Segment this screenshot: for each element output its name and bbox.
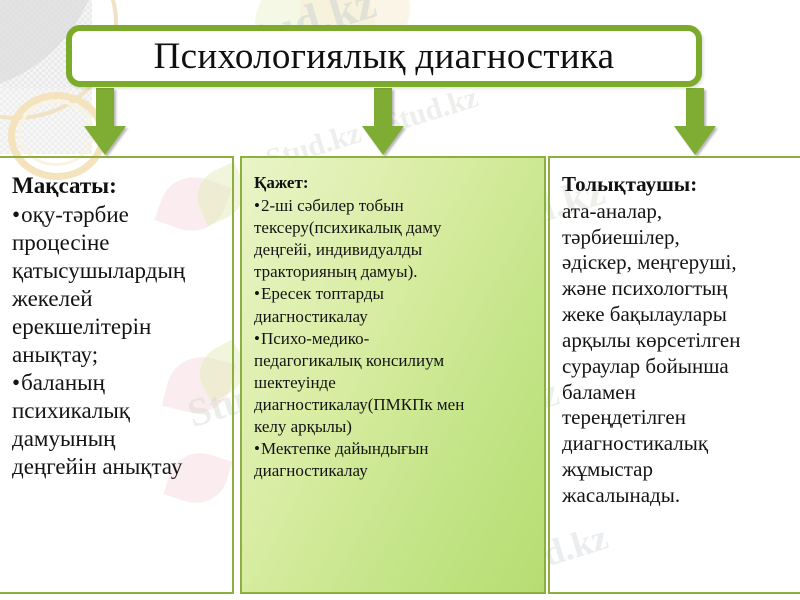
- arrow-to-right-column: [674, 88, 716, 155]
- column-participants: Толықтаушы: ата-аналар,тәрбиешілер,әдіск…: [548, 156, 800, 594]
- text-line: диагностикалау: [254, 306, 368, 326]
- text-line: әдіскер, меңгеруші,: [562, 250, 737, 275]
- text-line: диагностикалау(ПМКПк мен: [254, 394, 465, 414]
- corner-texture-block-bottom: [0, 88, 92, 154]
- arrow-to-mid-column: [362, 88, 404, 155]
- text-line: жасалынады.: [562, 482, 681, 507]
- text-line: шектеуінде: [254, 372, 336, 392]
- text-line: ата-аналар,: [562, 198, 663, 223]
- text-line: тексеру(психикалық даму: [254, 218, 442, 238]
- text-line: ерекшелітерін: [12, 314, 152, 340]
- text-line: жұмыстар: [562, 457, 653, 482]
- text-line: диагностикалық: [562, 431, 709, 456]
- text-line: процесіне: [12, 230, 110, 256]
- text-line: дамуының: [12, 426, 116, 452]
- columns-container: Мақсаты: оқу-тәрбиепроцесінеқатысушылард…: [0, 156, 800, 594]
- text-line: және психологтың: [562, 276, 728, 301]
- column-goal-body: оқу-тәрбиепроцесінеқатысушылардыңжекелей…: [12, 201, 222, 481]
- text-line: деңгейі, индивидуалды: [254, 240, 423, 260]
- text-line: жеке бақылаулары: [562, 302, 727, 327]
- text-line: тәрбиешілер,: [562, 224, 680, 249]
- text-line: тереңдетілген: [562, 405, 686, 430]
- bullet-line: Психо-медико-: [254, 328, 534, 350]
- text-line: қатысушылардың: [12, 258, 186, 284]
- page-title: Психологиялық диагностика: [153, 35, 615, 77]
- bullet-line: баланың: [12, 369, 222, 397]
- column-participants-heading: Толықтаушы:: [562, 172, 698, 196]
- text-line: арқылы көрсетілген: [562, 327, 741, 352]
- text-line: жекелей: [12, 286, 93, 312]
- bullet-line: Ересек топтарды: [254, 283, 534, 305]
- text-line: трактория­ның дамуы).: [254, 262, 418, 282]
- text-line: сураулар бойынша: [562, 353, 729, 378]
- column-goal-heading: Мақсаты:: [12, 173, 117, 198]
- column-needed: Қажет: 2-ші сәбилер тобынтексеру(психика…: [240, 156, 546, 594]
- text-line: анықтау;: [12, 342, 99, 368]
- slide-title-box: Психологиялық диагностика: [66, 25, 702, 87]
- text-line: диагностикалау: [254, 461, 368, 481]
- arrow-to-left-column: [84, 88, 126, 155]
- text-line: психикалық: [12, 398, 130, 424]
- text-line: баламен: [562, 379, 636, 404]
- text-line: келу арқылы): [254, 417, 352, 437]
- text-line: педагогикалық консилиум: [254, 350, 445, 370]
- text-line: деңгейін анықтау: [12, 454, 183, 480]
- column-goal: Мақсаты: оқу-тәрбиепроцесінеқатысушылард…: [0, 156, 234, 594]
- column-participants-body: ата-аналар,тәрбиешілер,әдіскер, меңгеруш…: [562, 199, 790, 509]
- column-needed-heading: Қажет:: [254, 173, 309, 192]
- bullet-line: 2-ші сәбилер тобын: [254, 195, 534, 217]
- bullet-line: оқу-тәрбие: [12, 201, 222, 229]
- bullet-line: Мектепке дайындығын: [254, 438, 534, 460]
